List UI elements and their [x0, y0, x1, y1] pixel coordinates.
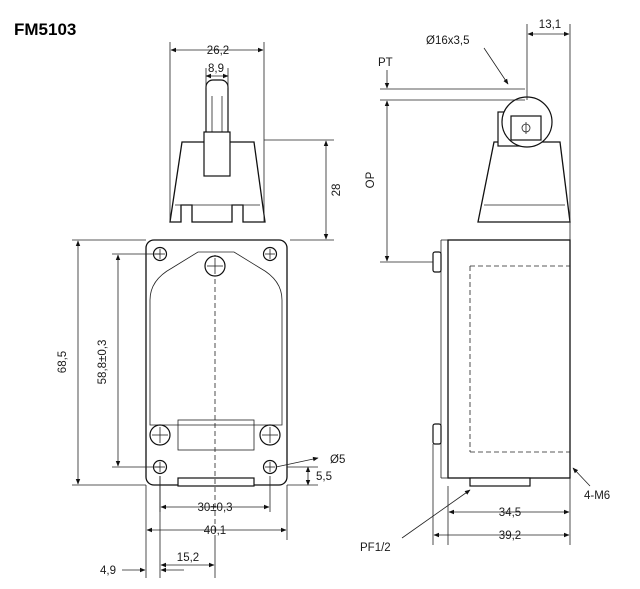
side-view: Ø16x3,5 13,1 PT OP 34,5 39,2 PF1/2 4-M6	[360, 19, 610, 554]
switch-body	[145, 239, 288, 486]
dim-hole-spacing-v: 58,8±0,3	[97, 340, 109, 385]
dim-center-offset: 15,2	[177, 552, 199, 564]
dim-hole-diameter: Ø5	[330, 454, 345, 466]
dim-width-top: 26,2	[207, 45, 229, 57]
dim-hole-offset: 5,5	[316, 471, 332, 483]
label-pt: PT	[378, 57, 393, 69]
dim-hole-spacing-h: 30±0,3	[197, 502, 232, 514]
screw-top-right	[262, 246, 278, 262]
cover-outline	[149, 251, 283, 426]
side-boss-bottom	[432, 423, 442, 445]
side-body	[447, 239, 571, 479]
label-op: OP	[365, 171, 377, 188]
dim-depth-base: 34,5	[499, 507, 521, 519]
dim-depth-total: 39,2	[499, 530, 521, 542]
dim-roller: Ø16x3,5	[426, 35, 469, 47]
model-title: FM5103	[14, 20, 76, 39]
label-conduit: PF1/2	[360, 542, 391, 554]
label-mount: 4-M6	[584, 490, 610, 502]
mount-hole-bottom-right	[262, 459, 278, 475]
dim-roller-offset: 13,1	[539, 19, 561, 31]
side-head	[477, 141, 571, 223]
screw-bottom-right	[259, 424, 281, 446]
dim-body-height: 68,5	[57, 351, 69, 373]
screw-cover-center	[204, 255, 226, 277]
front-view: 26,2 8,9 28 68,5 58,8±0,3 Ø5 5,5 30±0,3	[57, 42, 345, 578]
dim-lever-width: 8,9	[208, 63, 224, 75]
dim-left-offset: 4,9	[100, 565, 116, 577]
side-boss-top	[432, 251, 442, 273]
dim-head-height: 28	[331, 184, 343, 197]
screw-bottom-left	[149, 424, 171, 446]
dim-body-width: 40,1	[204, 525, 226, 537]
